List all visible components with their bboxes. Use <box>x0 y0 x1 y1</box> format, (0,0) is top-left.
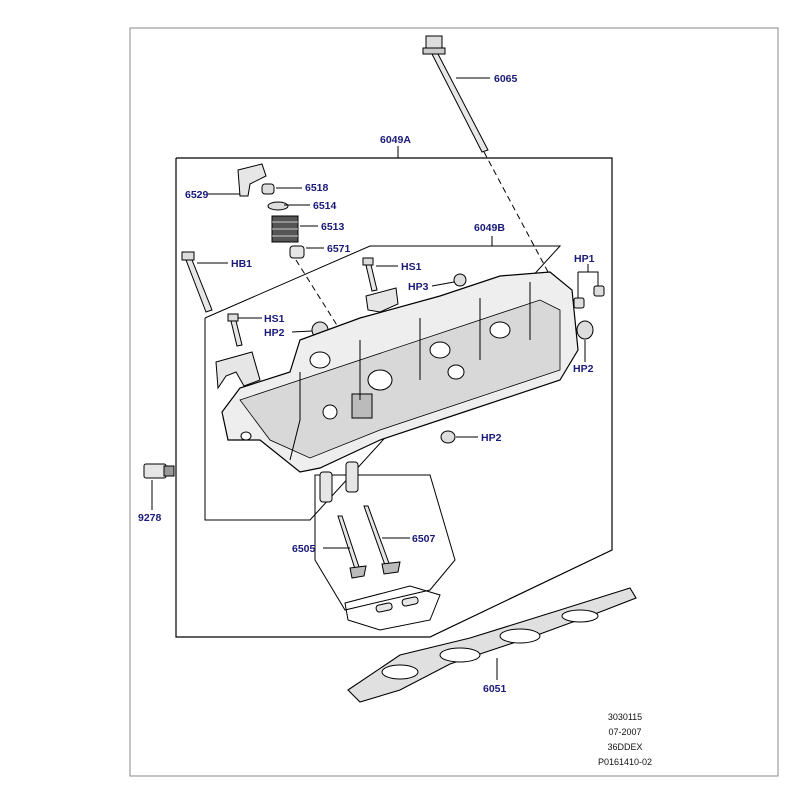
callout-HP2-right: HP2 <box>573 363 594 375</box>
callout-HP2-left: HP2 <box>264 327 285 339</box>
callout-HP3: HP3 <box>408 281 429 293</box>
footer-code-2: 36DDEX <box>607 742 643 752</box>
callout-HP2-bottom: HP2 <box>481 432 502 444</box>
callout-6514: 6514 <box>313 200 337 212</box>
assembly-outline-6049A <box>175 157 613 638</box>
callout-9278: 9278 <box>138 512 162 524</box>
callout-6065: 6065 <box>494 73 518 85</box>
valve-collet-box <box>344 585 441 631</box>
callout-6505: 6505 <box>292 543 316 555</box>
callout-6049B: 6049B <box>474 222 505 234</box>
sensor-9278 <box>143 463 175 479</box>
plug-HP2-right <box>576 320 594 340</box>
page-border <box>129 27 779 777</box>
footer-code-3: P0161410-02 <box>597 757 653 767</box>
callout-HP1: HP1 <box>574 253 595 265</box>
valves <box>319 461 419 613</box>
plug-HP2-bottom <box>440 430 456 444</box>
bolt-HS1-upper <box>362 257 378 292</box>
callout-HB1: HB1 <box>231 258 252 270</box>
valve-box <box>314 474 456 611</box>
gasket-6051 <box>347 587 637 703</box>
callout-6051: 6051 <box>483 683 507 695</box>
callout-HS1-lower: HS1 <box>264 313 285 325</box>
footer-date: 07-2007 <box>608 727 642 737</box>
callout-6518: 6518 <box>305 182 329 194</box>
cylinder-head <box>221 271 579 473</box>
callout-6507: 6507 <box>412 533 436 545</box>
head-bolt-6065 <box>422 35 489 153</box>
footer-code-1: 3030115 <box>607 712 643 722</box>
bearing-cap-lower <box>215 351 261 390</box>
bolt-HB1 <box>181 251 213 313</box>
callout-HS1-upper: HS1 <box>401 261 422 273</box>
callout-6529: 6529 <box>185 189 209 201</box>
callout-6571: 6571 <box>327 243 351 255</box>
plug-HP3 <box>453 273 467 287</box>
callout-6513: 6513 <box>321 221 345 233</box>
bolt-HS1-lower <box>227 313 243 347</box>
bearing-cap-upper <box>365 287 399 313</box>
plugs-HP1 <box>573 285 605 309</box>
callout-6049A: 6049A <box>380 134 411 146</box>
valve-train-stack <box>237 163 305 259</box>
